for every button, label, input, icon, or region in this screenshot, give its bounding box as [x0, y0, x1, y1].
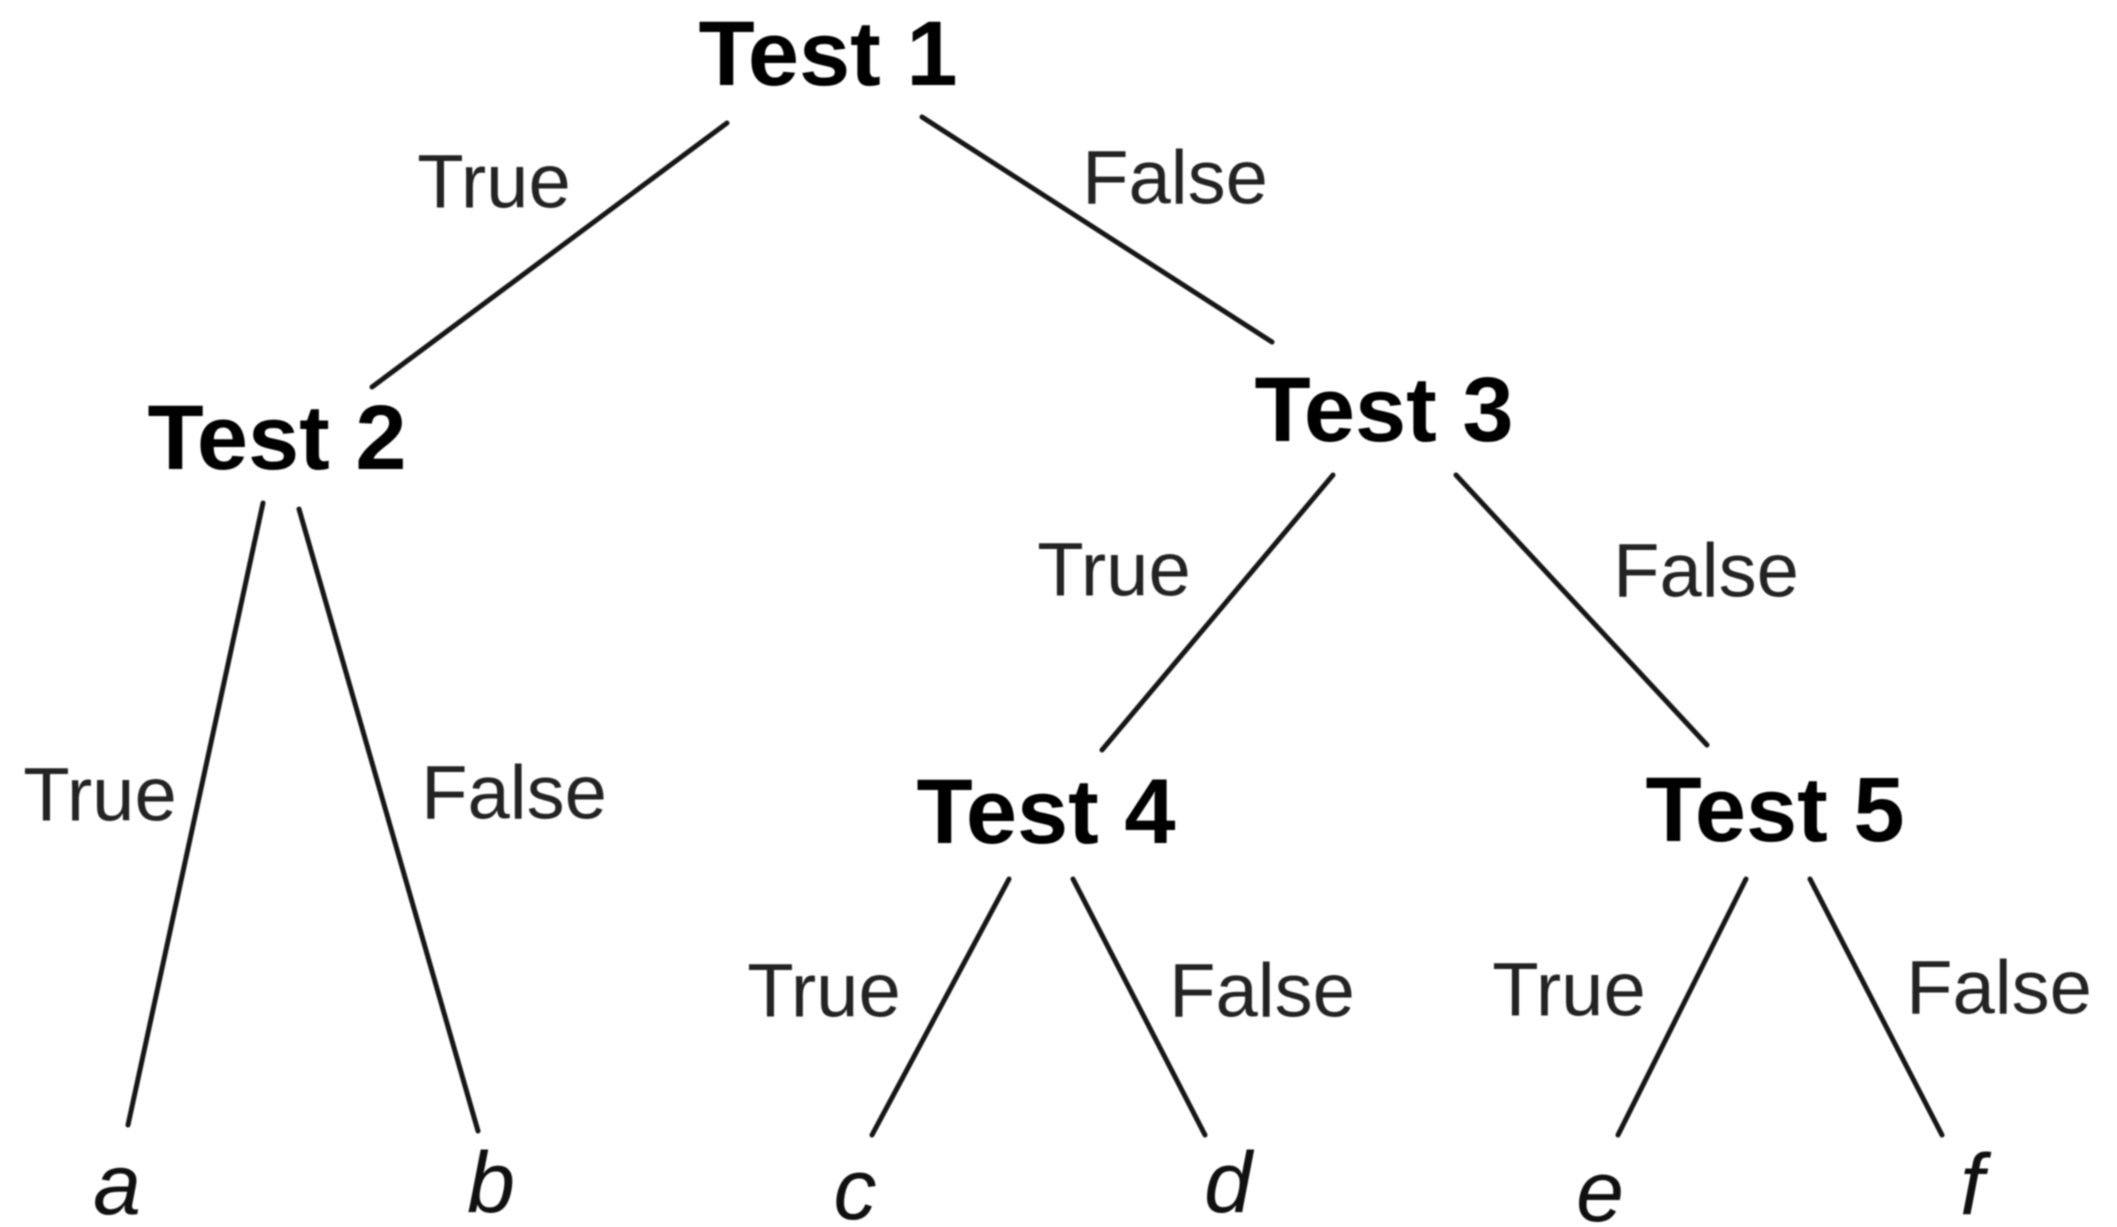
tree-leaf-b: b — [467, 1135, 515, 1227]
tree-leaf-c: c — [834, 1142, 877, 1227]
tree-node-test2: Test 2 — [147, 387, 406, 489]
edge-label-test5-e: True — [1492, 948, 1645, 1033]
edge-line-test4-d — [1070, 876, 1208, 1138]
tree-leaf-e: e — [1576, 1144, 1624, 1227]
edge-label-test2-b: False — [421, 751, 607, 836]
edge-label-test4-d: False — [1169, 949, 1355, 1034]
edge-line-test5-f — [1807, 876, 1945, 1138]
tree-node-test3: Test 3 — [1254, 359, 1513, 461]
edge-line-test1-test2 — [369, 120, 730, 390]
edge-label-test3-test4: True — [1037, 528, 1190, 613]
tree-leaf-f: f — [1960, 1137, 1992, 1227]
tree-node-test1: Test 1 — [698, 3, 957, 105]
edge-line-test3-test5 — [1453, 472, 1710, 748]
tree-leaf-d: d — [1204, 1135, 1255, 1227]
tree-node-test4: Test 4 — [916, 761, 1175, 863]
edge-label-test5-f: False — [1906, 946, 2092, 1031]
tree-node-test5: Test 5 — [1645, 759, 1904, 861]
edge-line-test3-test4 — [1099, 472, 1336, 753]
edge-line-test4-c — [869, 876, 1012, 1138]
edge-label-test2-a: True — [23, 753, 176, 838]
tree-leaf-a: a — [93, 1137, 141, 1227]
edge-line-test5-e — [1615, 876, 1749, 1138]
edge-label-test1-test3: False — [1082, 136, 1268, 221]
edge-line-test2-a — [125, 500, 266, 1128]
edge-label-test1-test2: True — [417, 140, 570, 225]
edge-label-test3-test5: False — [1613, 529, 1799, 614]
edge-line-test1-test3 — [919, 114, 1275, 345]
edge-line-test2-b — [296, 506, 481, 1134]
edge-label-test4-c: True — [747, 949, 900, 1034]
